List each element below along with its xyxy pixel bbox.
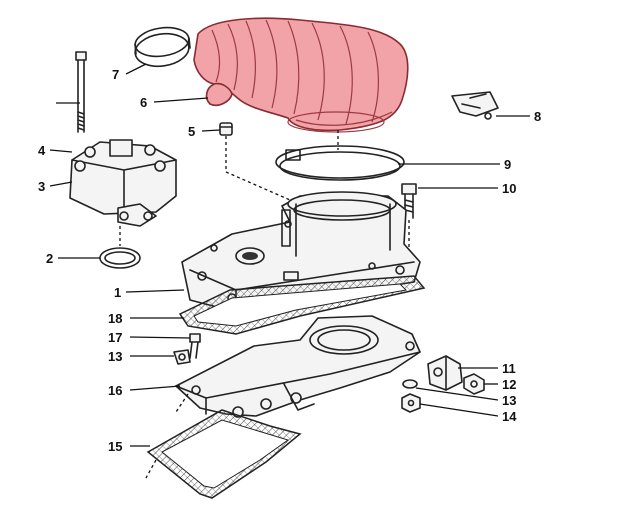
callout-14: 14 — [502, 409, 517, 424]
clip-bracket-part[interactable] — [451, 91, 499, 120]
hex-nut-part[interactable] — [401, 393, 421, 413]
lock-tab-left-part[interactable] — [173, 349, 191, 365]
callout-4: 4 — [38, 143, 46, 158]
callout-13-left: 13 — [108, 349, 122, 364]
leader-lines — [49, 63, 530, 447]
callout-6: 6 — [140, 95, 147, 110]
callout-labels: 7 6 5 4 3 2 1 18 17 13 16 15 8 9 10 11 1… — [38, 67, 541, 454]
callout-11: 11 — [502, 361, 516, 376]
callout-1: 1 — [114, 285, 121, 300]
callout-10: 10 — [502, 181, 516, 196]
long-bolt-part[interactable] — [75, 51, 87, 133]
mounting-bolt-part[interactable] — [401, 183, 417, 219]
callout-16: 16 — [108, 383, 122, 398]
callout-5: 5 — [188, 124, 195, 139]
small-bolt-part[interactable] — [189, 333, 201, 359]
main-housing-part[interactable] — [181, 191, 421, 313]
callout-7: 7 — [112, 67, 119, 82]
housing-gasket-part[interactable] — [178, 275, 426, 335]
base-plate-part[interactable] — [175, 315, 421, 418]
washer-part[interactable] — [402, 379, 418, 389]
callout-13-right: 13 — [502, 393, 516, 408]
callout-12: 12 — [502, 377, 516, 392]
bottom-gasket-part[interactable] — [146, 409, 302, 499]
intake-air-boot-highlighted[interactable] — [193, 17, 409, 133]
callout-2: 2 — [46, 251, 53, 266]
hose-clamp-part[interactable] — [133, 24, 191, 69]
callout-17: 17 — [108, 330, 122, 345]
callout-3: 3 — [38, 179, 45, 194]
nut-part[interactable] — [463, 373, 485, 395]
plug-part[interactable] — [219, 122, 233, 136]
callout-9: 9 — [504, 157, 511, 172]
sensor-part[interactable] — [427, 355, 463, 391]
side-housing-part[interactable] — [69, 139, 177, 227]
o-ring-part[interactable] — [99, 247, 141, 269]
callout-15: 15 — [108, 439, 122, 454]
large-clamp-ring-part[interactable] — [275, 145, 405, 181]
callout-8: 8 — [534, 109, 541, 124]
callout-18: 18 — [108, 311, 122, 326]
